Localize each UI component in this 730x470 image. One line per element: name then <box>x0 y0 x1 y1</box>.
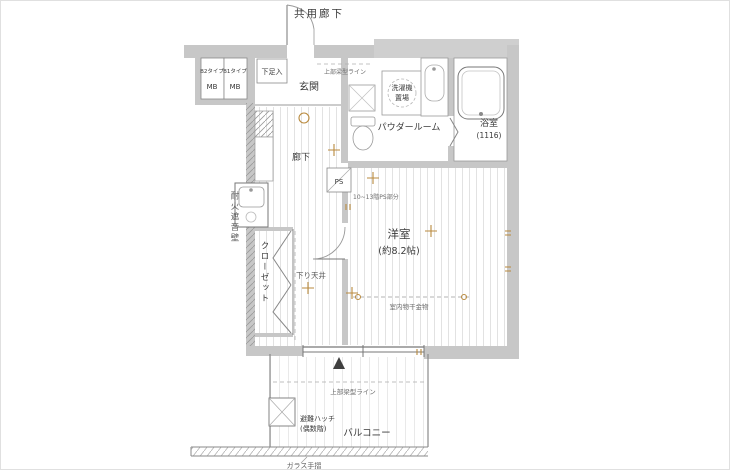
beam-top-label: 上部梁型ライン <box>324 68 366 76</box>
storage-shelf-bottom <box>254 136 274 182</box>
light-symbol <box>298 112 310 124</box>
bath-drain <box>479 112 483 116</box>
balcony-area <box>190 354 429 457</box>
bath-label: 浴室 <box>480 117 498 129</box>
floor-stripes <box>255 107 507 447</box>
bathroom <box>449 57 508 162</box>
kitchen-counter <box>234 182 269 228</box>
fire-wall-label: 耐火遮音壁 <box>229 190 239 243</box>
plan-labels: 共用廊下 玄関 パウダールーム 洗濯機 置場 浴室 (1116) 廊下 10~1… <box>229 7 502 470</box>
mb-left-type-label: B2タイプ <box>200 67 224 75</box>
balcony-railing <box>190 446 428 457</box>
shoe-cabinet <box>256 58 288 84</box>
cross-symbol <box>425 225 437 237</box>
storage-shelf-top <box>254 110 274 138</box>
balcony-label: バルコニー <box>343 428 390 439</box>
escape-hatch-box <box>268 397 296 427</box>
kitchen-area <box>234 110 274 228</box>
kitchen-burner <box>245 211 257 223</box>
ps-shaft: PS <box>326 167 352 193</box>
washer-label-1: 洗濯機 <box>392 83 413 92</box>
closet-label: クローゼット <box>259 241 269 304</box>
entrance-label: 玄関 <box>299 80 319 93</box>
room-label: 洋室 <box>388 227 411 241</box>
shoe-cabinet-label: 下足入 <box>262 68 283 76</box>
closet-doors <box>272 230 292 334</box>
mb-right-label: MB <box>230 83 241 91</box>
kitchen-sink <box>238 186 265 208</box>
cross-symbol <box>302 282 314 294</box>
outlet-symbol <box>416 349 422 355</box>
meter-boxes: B2タイプ MB B1タイプ MB <box>200 57 248 100</box>
washer-space <box>381 70 423 116</box>
toilet <box>350 116 376 151</box>
escape-hatch-note-label: (偶数階) <box>300 424 327 433</box>
powder-room-label: パウダールーム <box>378 121 441 133</box>
laundry-fitting-label: 室内物干金物 <box>390 302 430 311</box>
vanity-sink <box>420 57 449 117</box>
glass-rail-leader <box>300 456 308 464</box>
entrance-door-arc <box>286 4 315 45</box>
powder-room-fixtures <box>348 57 449 151</box>
mb-right-type-label: B1タイプ <box>223 67 247 75</box>
ps-label: PS <box>335 178 344 186</box>
cross-symbol <box>367 172 379 184</box>
door-marker-triangle <box>333 357 345 369</box>
cross-symbol <box>346 287 358 299</box>
hallway-label: 廊下 <box>292 151 310 163</box>
escape-hatch-label: 避難ハッチ <box>300 414 335 423</box>
room-size-label: (約8.2帖) <box>378 245 420 257</box>
glass-rail-label: ガラス手摺 <box>287 461 322 470</box>
bathtub <box>457 66 505 120</box>
outlet-symbol <box>505 230 511 236</box>
balcony-window <box>302 345 425 369</box>
bath-folding-door <box>449 117 459 147</box>
mb-left-label: MB <box>207 83 218 91</box>
beam-balcony-label: 上部梁型ライン <box>330 387 376 396</box>
room-door-arc <box>312 226 346 260</box>
cross-symbol <box>328 144 340 156</box>
annotation-lines <box>273 63 469 464</box>
kitchen-faucet <box>249 188 253 192</box>
electrical-symbols <box>298 112 511 355</box>
ps-note-label: 10~13階PS部分 <box>353 193 399 201</box>
laundry-hanger-line <box>353 294 469 300</box>
outlet-symbol <box>345 204 351 210</box>
entrance-area: 下足入 <box>256 4 315 84</box>
washer-label-2: 置場 <box>395 93 409 102</box>
common-corridor-label: 共用廊下 <box>294 7 344 20</box>
lowered-ceiling-label: 下り天井 <box>296 270 326 280</box>
outlet-symbol <box>505 266 511 272</box>
bath-size-label: (1116) <box>477 131 502 140</box>
